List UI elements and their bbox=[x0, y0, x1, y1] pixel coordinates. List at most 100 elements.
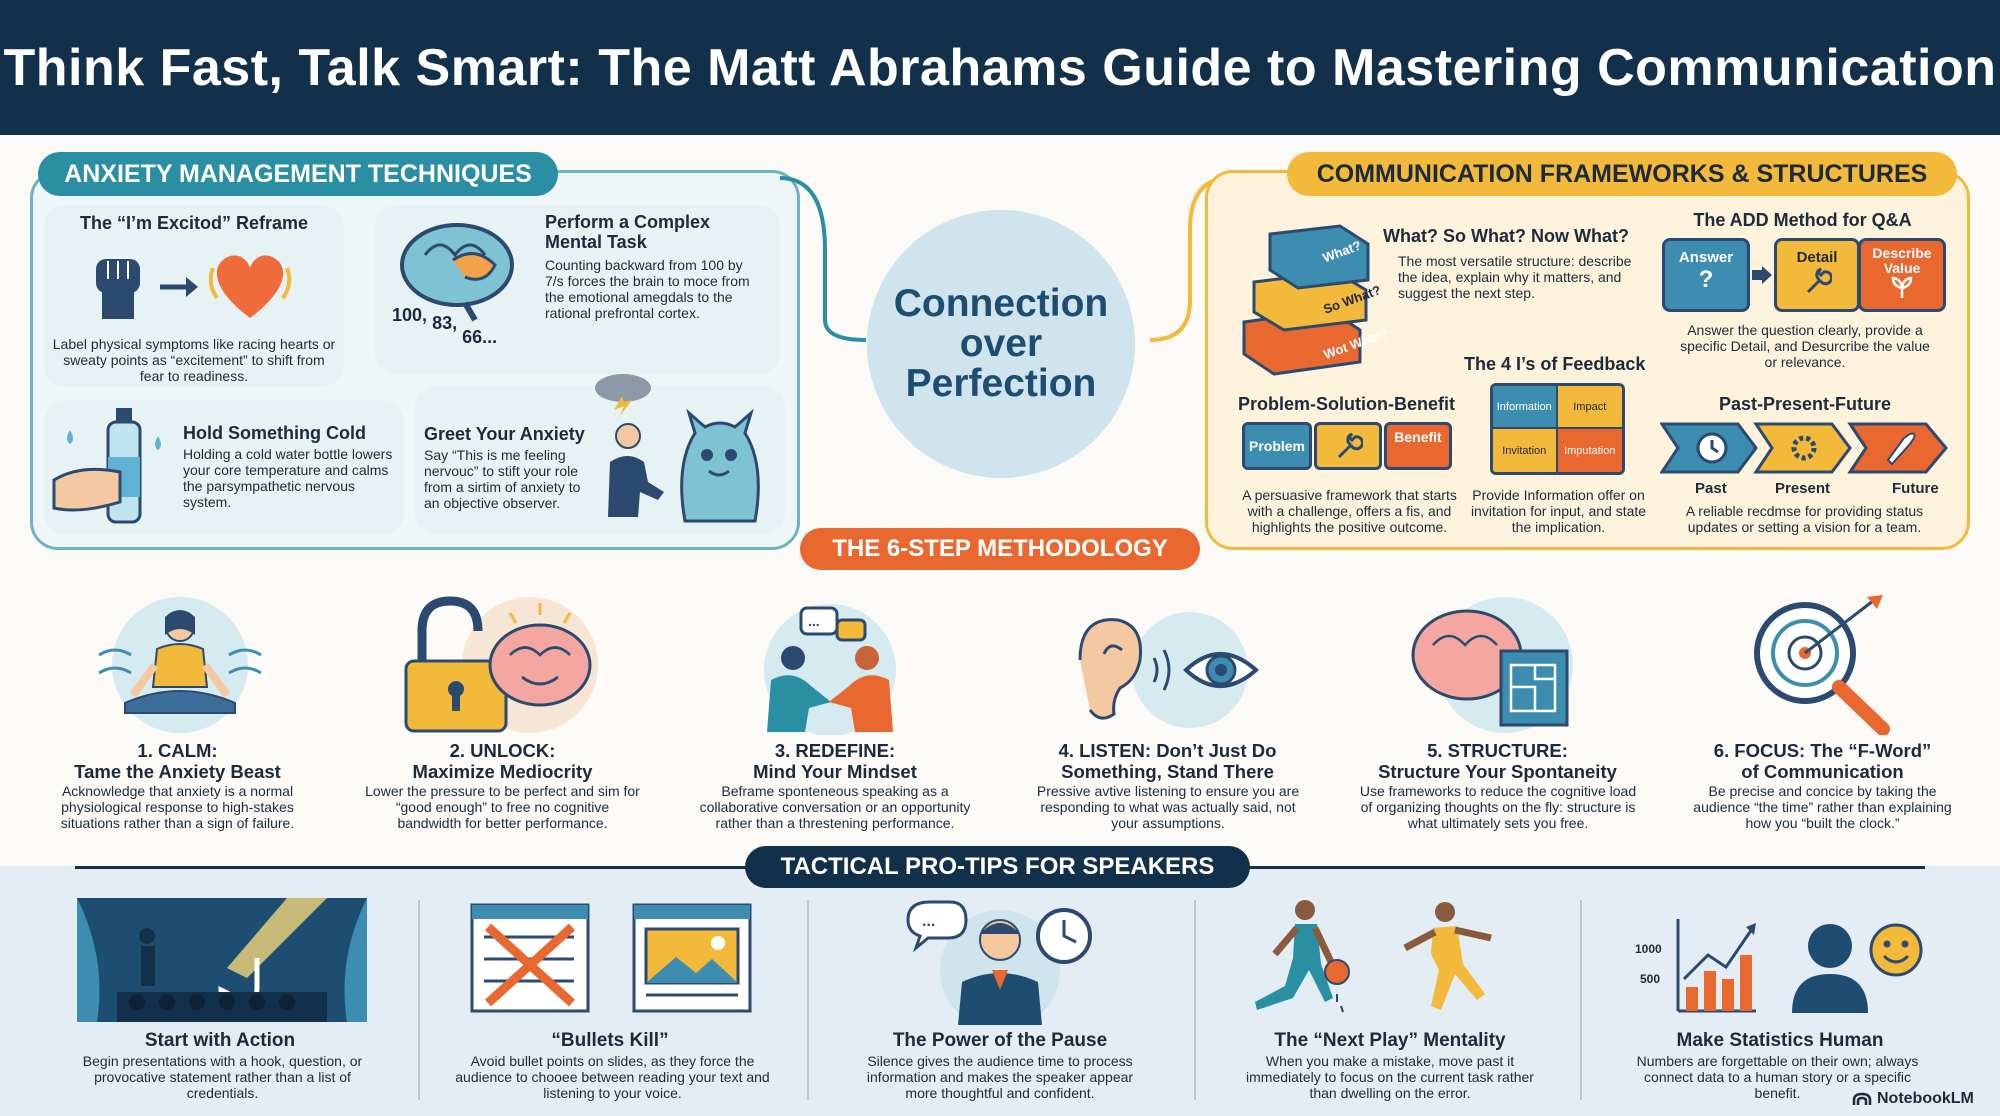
person-handshake-icon bbox=[598, 422, 668, 517]
count-100: 100, bbox=[392, 305, 428, 325]
tip-4-title: The “Next Play” Mentality bbox=[1274, 1030, 1506, 1051]
ppf-past: Past bbox=[1695, 480, 1727, 497]
psb-wrench-icon bbox=[1337, 432, 1363, 459]
person-silhouette-icon bbox=[1790, 918, 1880, 1013]
ppf-future: Future bbox=[1892, 480, 1939, 497]
add-answer-box[interactable]: Answer ? bbox=[1662, 238, 1750, 312]
tip-2-desc: Avoid bullet points on slides, as they f… bbox=[455, 1053, 770, 1101]
question-mark-icon: ? bbox=[1698, 266, 1714, 293]
cold-title: Hold Something Cold bbox=[183, 423, 366, 443]
puzzle-imputation: Imputation bbox=[1557, 429, 1622, 472]
tips-divider-3 bbox=[1194, 900, 1196, 1100]
step-1-title: 1. CALM: Tame the Anxiety Beast bbox=[74, 740, 281, 782]
add-desc: Answer the question clearly, provide a s… bbox=[1680, 322, 1930, 370]
count-66: 66... bbox=[462, 327, 498, 347]
greet-desc: Say “This is me feeling nervouc” to stif… bbox=[424, 447, 581, 511]
psb-graphic: Problem Benefit bbox=[1240, 420, 1455, 472]
center-line-2: over bbox=[959, 322, 1043, 365]
ppf-labels: Past Present Future bbox=[1660, 480, 1950, 502]
step-2-desc: Lower the pressure to be perfect and sim… bbox=[365, 783, 640, 831]
tip-1-title: Start with Action bbox=[144, 1030, 296, 1051]
psb-problem[interactable]: Problem bbox=[1242, 422, 1312, 470]
tips-divider-2 bbox=[807, 900, 809, 1100]
step-2-icon bbox=[400, 595, 600, 735]
what-blocks-icon bbox=[1240, 212, 1385, 377]
stage-hook-icon bbox=[77, 898, 367, 1022]
puzzle-impact: Impact bbox=[1557, 386, 1622, 429]
arrow-right-icon bbox=[158, 275, 198, 299]
frameworks-heading: COMMUNICATION FRAMEWORKS & STRUCTURES bbox=[1287, 152, 1957, 196]
crossed-bullets-slide-icon bbox=[470, 903, 590, 1013]
speaker-pause-icon: ... bbox=[900, 900, 1100, 1025]
brand-mark: NotebookLM bbox=[1852, 1090, 1974, 1108]
basketball-players-icon bbox=[1245, 898, 1535, 1028]
step-5-icon bbox=[1405, 595, 1595, 735]
ppf-arrows bbox=[1660, 420, 1950, 476]
four-is-title: The 4 I’s of Feedback bbox=[1464, 354, 1646, 374]
step-1-desc: Acknowledge that anxiety is a normal phy… bbox=[60, 783, 295, 831]
step-1-icon bbox=[95, 595, 265, 735]
reframe-desc: Label physical symptoms like racing hear… bbox=[52, 336, 336, 384]
storm-cloud-icon bbox=[588, 366, 658, 416]
brain-icon bbox=[395, 215, 535, 325]
puzzle-information: Information bbox=[1493, 386, 1558, 429]
add-detail-label: Detail bbox=[1796, 249, 1838, 266]
tip-3-desc: Silence gives the audience time to proce… bbox=[866, 1053, 1134, 1101]
tips-divider-4 bbox=[1580, 900, 1582, 1100]
ppf-title: Past-Present-Future bbox=[1718, 394, 1892, 414]
step-3-title: 3. REDEFINE: Mind Your Mindset bbox=[753, 740, 917, 782]
fist-icon bbox=[78, 245, 158, 325]
step-6-desc: Be precise and concice by taking the aud… bbox=[1693, 783, 1952, 831]
step-3-desc: Beframe sponteneous speaking as a collab… bbox=[699, 783, 971, 831]
tips-divider-1 bbox=[418, 900, 420, 1100]
step-4-desc: Pressive avtive listening to ensure you … bbox=[1036, 783, 1300, 831]
tip-5-title: Make Statistics Human bbox=[1676, 1030, 1884, 1051]
plant-icon bbox=[1891, 276, 1913, 298]
notebooklm-logo-icon bbox=[1852, 1092, 1872, 1105]
chart-tick-500: 500 bbox=[1640, 972, 1661, 986]
tip-3-title: The Power of the Pause bbox=[892, 1030, 1108, 1051]
statistics-chart-icon bbox=[1628, 915, 1758, 1015]
page-title: Think Fast, Talk Smart: The Matt Abraham… bbox=[3, 38, 1997, 97]
center-line-1: Connection bbox=[893, 282, 1109, 325]
greet-title: Greet Your Anxiety bbox=[424, 424, 585, 444]
center-line-3: Perfection bbox=[905, 362, 1097, 405]
gear-icon bbox=[1791, 435, 1817, 461]
countdown-numbers: 100, 83, 66... bbox=[392, 305, 497, 347]
tip-5-desc: Numbers are forgettable on their own; al… bbox=[1636, 1053, 1919, 1101]
mental-task-desc: Counting backward from 100 by 7/s forces… bbox=[545, 257, 750, 321]
what-desc: The most versatile structure: describe t… bbox=[1398, 253, 1632, 301]
smiley-face-icon bbox=[1868, 922, 1924, 978]
puzzle-invitation: Invitation bbox=[1493, 429, 1558, 472]
psb-benefit[interactable]: Benefit bbox=[1384, 422, 1452, 470]
step-5-desc: Use frameworks to reduce the cognitive l… bbox=[1359, 783, 1637, 831]
step-4-icon bbox=[1060, 610, 1280, 730]
cold-card bbox=[44, 400, 404, 535]
four-is-desc: Provide Information offer on invitation … bbox=[1470, 487, 1647, 535]
psb-solution[interactable] bbox=[1314, 422, 1382, 470]
cold-desc: Holding a cold water bottle lowers your … bbox=[183, 446, 393, 510]
add-value-label: Describe Value bbox=[1872, 245, 1932, 276]
anxiety-heading: ANXIETY MANAGEMENT TECHNIQUES bbox=[38, 152, 558, 196]
step-3-icon: ... bbox=[745, 600, 915, 735]
step-4-title: 4. LISTEN: Don’t Just Do Something, Stan… bbox=[1058, 740, 1277, 782]
add-arrow-1-icon bbox=[1752, 266, 1772, 284]
step-6-icon bbox=[1745, 595, 1895, 735]
step-2-title: 2. UNLOCK: Maximize Mediocrity bbox=[412, 740, 593, 782]
add-detail-box[interactable]: Detail bbox=[1774, 238, 1860, 312]
svg-text:...: ... bbox=[808, 613, 820, 629]
add-value-box[interactable]: Describe Value bbox=[1858, 238, 1946, 312]
add-answer-label: Answer bbox=[1678, 249, 1734, 266]
wrench-icon bbox=[1806, 267, 1832, 294]
chart-tick-1000: 1000 bbox=[1635, 942, 1662, 956]
reframe-card bbox=[44, 205, 344, 387]
psb-title: Problem-Solution-Benefit bbox=[1238, 394, 1455, 414]
water-bottle-icon bbox=[50, 402, 180, 532]
count-83: 83, bbox=[432, 313, 458, 333]
tip-4-desc: When you make a mistake, move past it im… bbox=[1246, 1053, 1534, 1101]
ppf-desc: A reliable recdmse for providing status … bbox=[1685, 503, 1924, 535]
center-circle: Connection over Perfection bbox=[867, 210, 1135, 478]
rocket-icon bbox=[1886, 432, 1916, 466]
mental-task-title: Perform a Complex Mental Task bbox=[545, 212, 711, 252]
tip-2-title: “Bullets Kill” bbox=[551, 1030, 669, 1051]
